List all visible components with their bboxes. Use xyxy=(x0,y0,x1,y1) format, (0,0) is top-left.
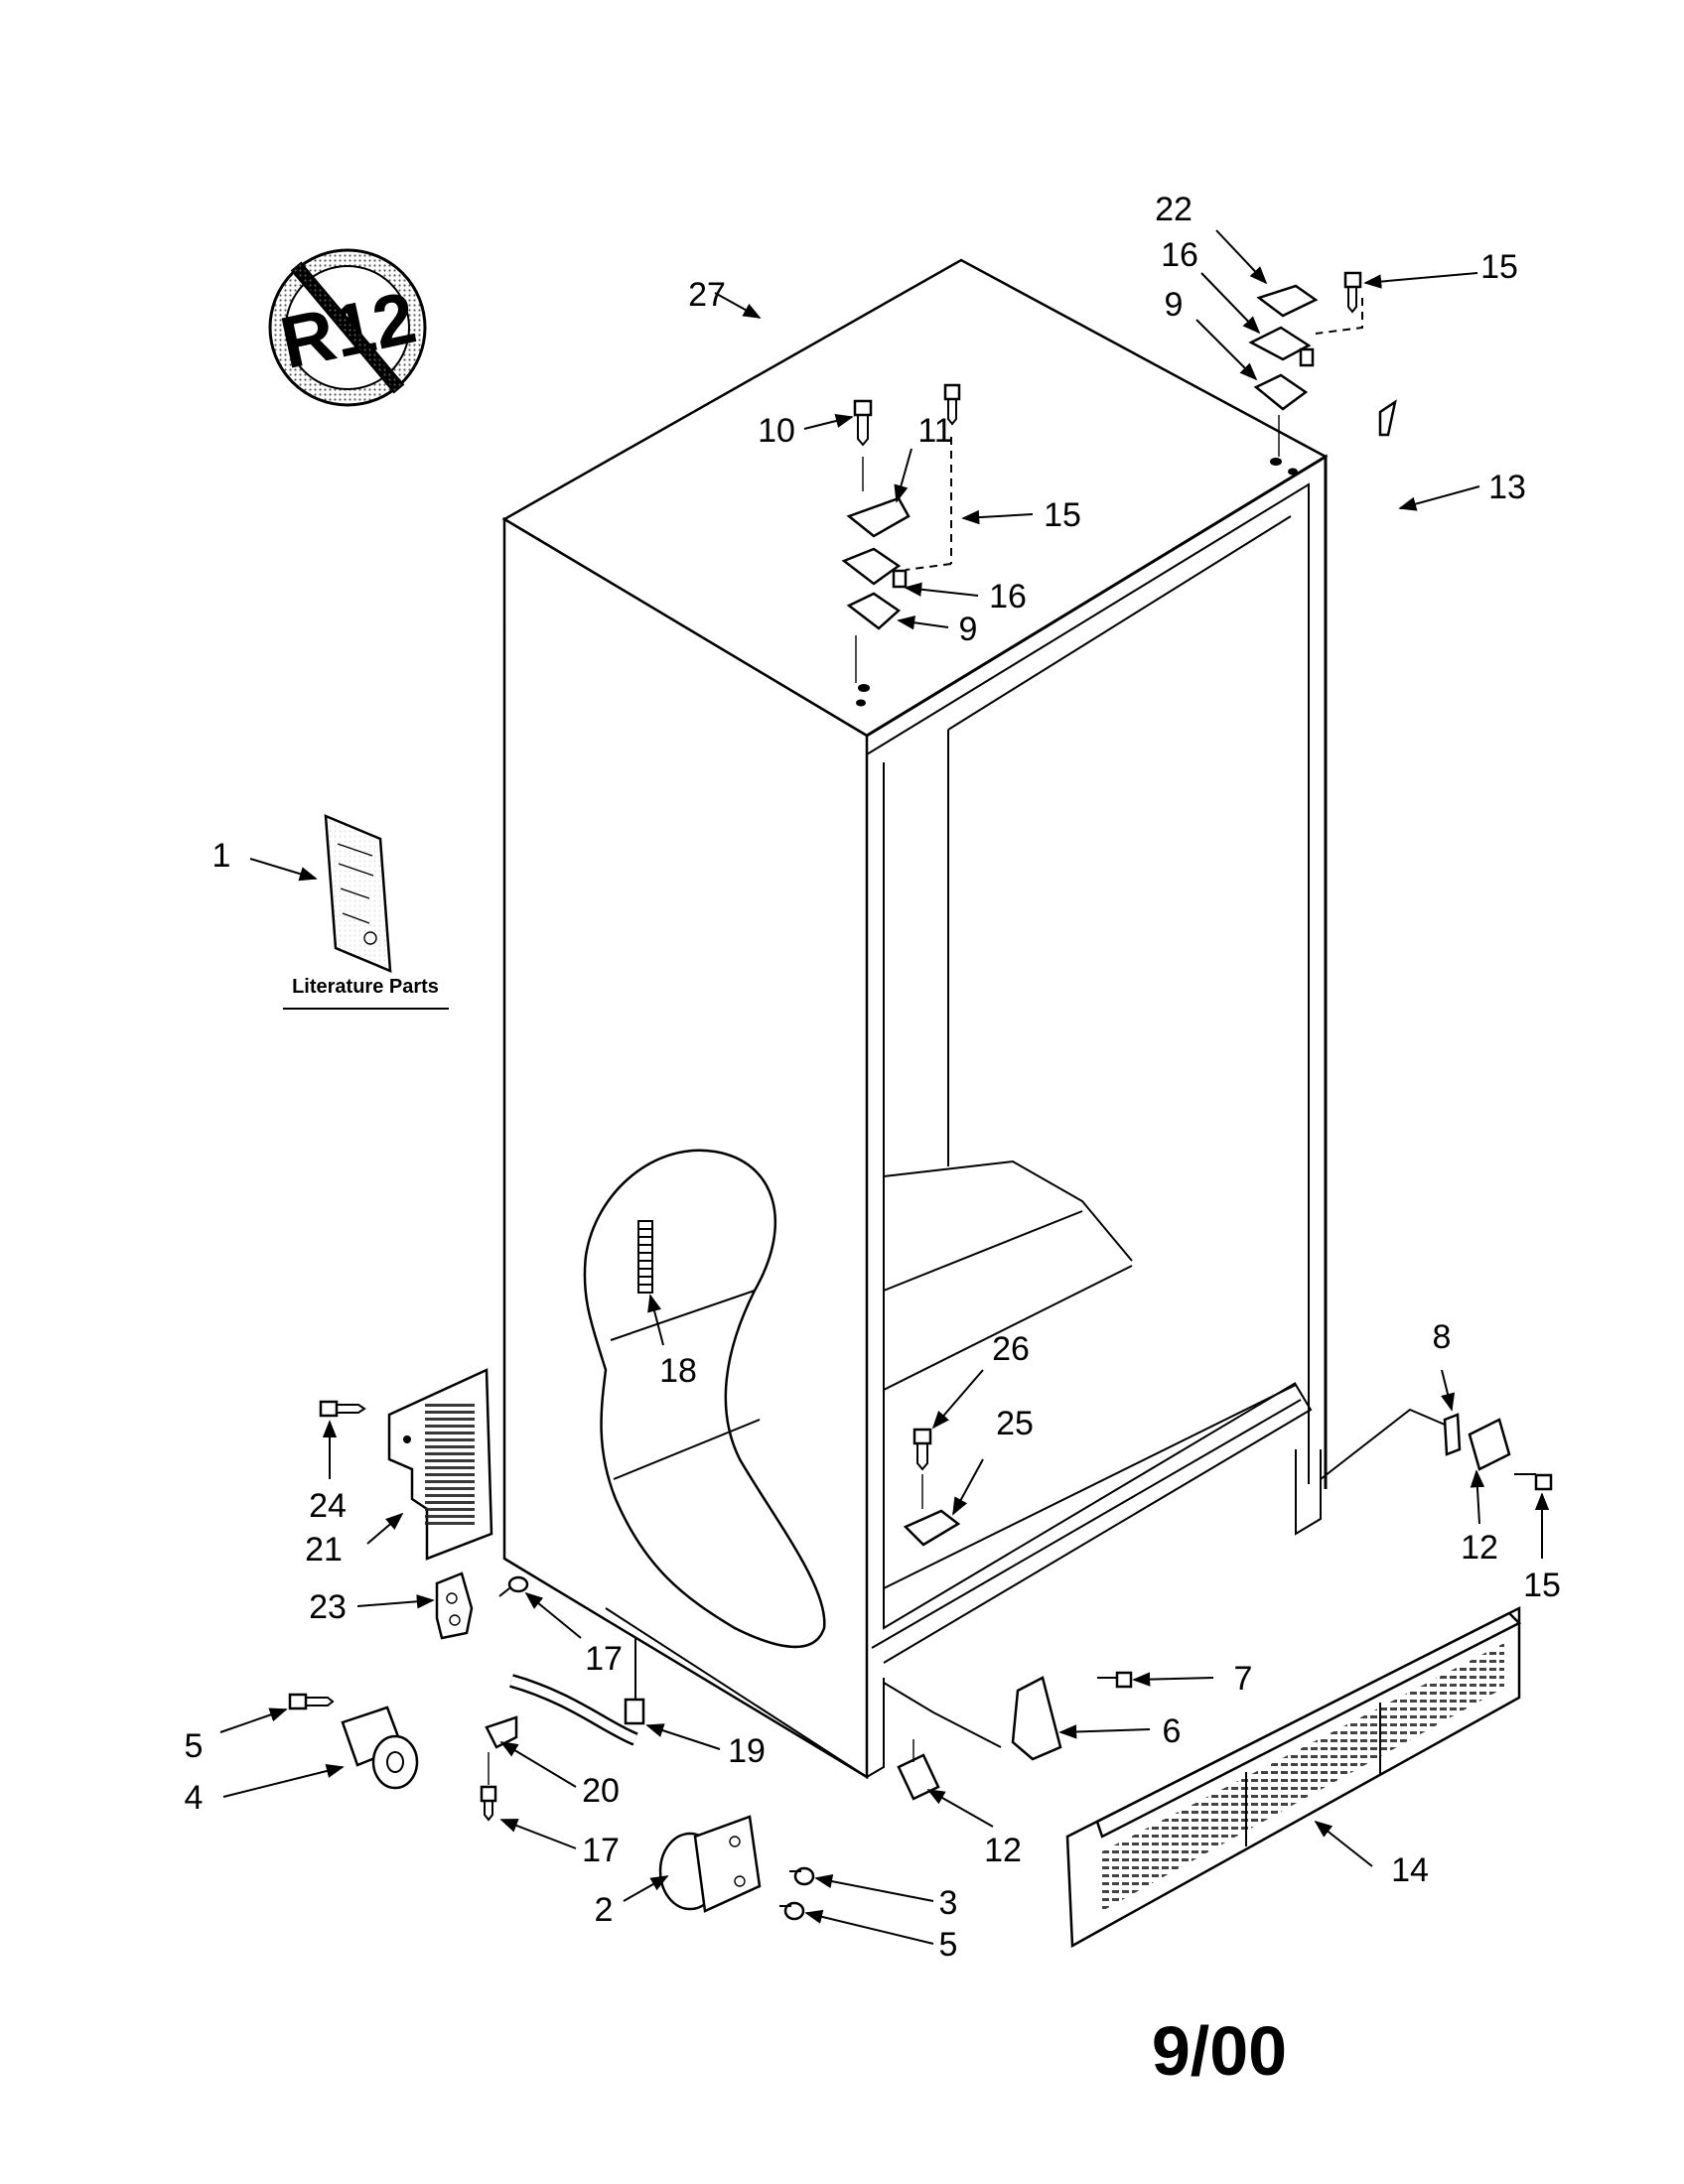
callout-24: 24 xyxy=(309,1487,347,1525)
coil-spring xyxy=(637,1220,653,1294)
callout-15: 15 xyxy=(1044,496,1081,534)
callout-12: 12 xyxy=(984,1832,1022,1869)
callout-9: 9 xyxy=(1165,286,1184,324)
bracket-6-7-12 xyxy=(883,1671,1133,1801)
vent-panel xyxy=(319,1368,493,1561)
callout-21: 21 xyxy=(305,1531,343,1569)
callout-10: 10 xyxy=(758,412,795,450)
callout-15: 15 xyxy=(1480,248,1518,286)
callout-16: 16 xyxy=(989,578,1027,615)
callout-5: 5 xyxy=(185,1727,204,1765)
callout-15: 15 xyxy=(1523,1567,1561,1604)
callout-9: 9 xyxy=(959,611,978,648)
callout-8: 8 xyxy=(1433,1318,1452,1356)
bracket-23 xyxy=(435,1571,529,1640)
no-r12-symbol: R12 xyxy=(268,248,427,407)
caster-rear xyxy=(288,1693,419,1790)
roller-assembly xyxy=(658,1815,815,1921)
callout-20: 20 xyxy=(582,1772,620,1810)
callout-5: 5 xyxy=(939,1926,958,1964)
callout-13: 13 xyxy=(1488,469,1526,506)
callout-17: 17 xyxy=(585,1640,623,1678)
callout-25: 25 xyxy=(996,1405,1034,1442)
callout-26: 26 xyxy=(992,1330,1030,1368)
callout-18: 18 xyxy=(659,1352,697,1390)
callout-2: 2 xyxy=(595,1891,614,1929)
right-bracket-8-12 xyxy=(1320,1408,1553,1491)
callout-3: 3 xyxy=(939,1884,958,1922)
callout-23: 23 xyxy=(309,1588,347,1626)
callout-11: 11 xyxy=(917,412,952,450)
callout-17: 17 xyxy=(582,1832,620,1869)
callout-4: 4 xyxy=(185,1779,204,1817)
callout-1: 1 xyxy=(212,837,231,875)
callout-7: 7 xyxy=(1234,1660,1253,1698)
top-left-hinge xyxy=(841,383,961,683)
callout-19: 19 xyxy=(728,1732,766,1770)
callout-14: 14 xyxy=(1391,1851,1429,1889)
literature-booklet: Literature Parts xyxy=(283,814,449,1010)
cabinet xyxy=(501,258,1329,1780)
base-grille xyxy=(1065,1605,1522,1949)
water-line xyxy=(480,1638,645,1822)
side-cutaway xyxy=(583,1149,826,1649)
callout-16: 16 xyxy=(1161,236,1198,274)
revision-date: 9/00 xyxy=(1152,2012,1287,2090)
callout-6: 6 xyxy=(1163,1712,1182,1750)
leader-lines xyxy=(219,229,1550,1945)
callout-27: 27 xyxy=(688,276,726,314)
callout-22: 22 xyxy=(1155,191,1193,228)
callout-labels: 27 22 16 9 15 10 11 15 16 9 13 1 18 26 2… xyxy=(185,191,1561,1964)
clip-25-26 xyxy=(903,1428,961,1547)
callout-12: 12 xyxy=(1461,1529,1498,1567)
top-right-hinge xyxy=(1248,271,1397,457)
literature-label: Literature Parts xyxy=(292,976,439,998)
